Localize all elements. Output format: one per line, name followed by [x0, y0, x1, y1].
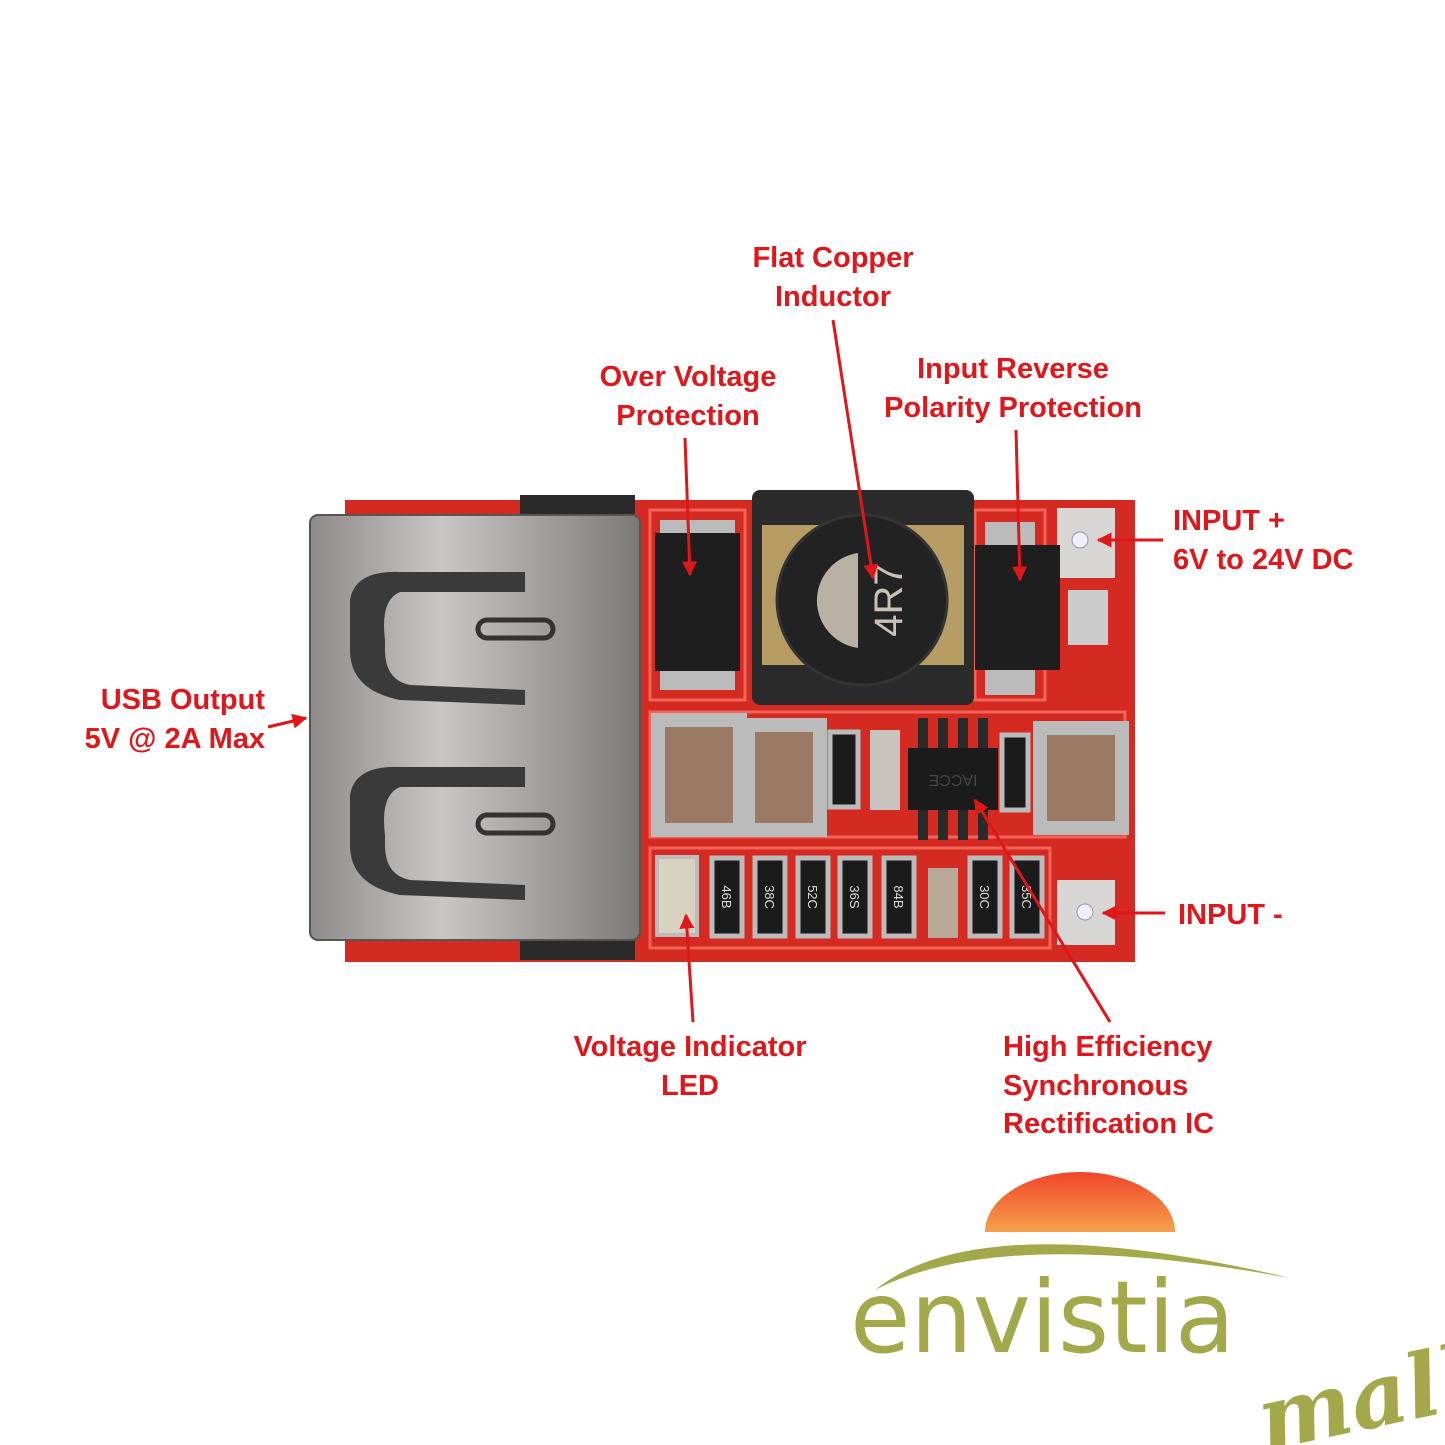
- label-reverse-polarity: Input Reverse Polarity Protection: [884, 350, 1142, 427]
- resistor-marking: 35C: [1019, 885, 1034, 909]
- flat-copper-inductor: 4R7: [752, 490, 974, 705]
- smd-resistor: [752, 855, 788, 939]
- arrow-usb-output: [267, 713, 308, 729]
- annotation-arrows: [267, 319, 1165, 1023]
- label-line: Rectification IC: [1003, 1108, 1215, 1140]
- usb-connector: [309, 495, 641, 960]
- label-line: High Efficiency: [1003, 1031, 1213, 1063]
- capacitors: [651, 713, 1129, 938]
- arrow-inductor: [831, 319, 879, 580]
- ic-marking: IACCE: [929, 771, 978, 788]
- label-input-minus: INPUT -: [1178, 896, 1283, 935]
- label-line: Inductor: [775, 280, 891, 313]
- arrow-led: [679, 913, 695, 1023]
- over-voltage-diode: [655, 520, 740, 690]
- resistor-marking: 84B: [891, 885, 906, 908]
- resistor-marking: 38C: [762, 885, 777, 909]
- arrow-ic: [973, 798, 1112, 1023]
- smd-resistor: [837, 855, 873, 939]
- label-line: Voltage Indicator: [573, 1031, 807, 1063]
- label-input-plus: INPUT + 6V to 24V DC: [1173, 502, 1354, 579]
- resistor-marking: 52C: [805, 885, 820, 909]
- resistor-marking: 46B: [719, 885, 734, 908]
- label-line: 5V @ 2A Max: [84, 722, 265, 755]
- label-line: Polarity Protection: [884, 391, 1142, 424]
- label-line: Input Reverse: [917, 353, 1109, 385]
- logo-sub: mall: [1248, 1324, 1445, 1445]
- label-led: Voltage Indicator LED: [573, 1028, 806, 1105]
- smd-resistor: [1009, 855, 1045, 939]
- label-line: INPUT +: [1173, 505, 1285, 537]
- resistor-marking: 36S: [847, 885, 862, 908]
- envistia-mall-logo: envistia mall: [850, 1172, 1445, 1445]
- label-ic: High Efficiency Synchronous Rectificatio…: [1003, 1028, 1214, 1144]
- label-line: Synchronous: [1003, 1069, 1189, 1102]
- label-over-voltage: Over Voltage Protection: [600, 358, 777, 435]
- label-line: Protection: [616, 399, 760, 432]
- smd-resistor: [881, 855, 917, 939]
- arrow-reverse-polarity: [1012, 429, 1028, 582]
- label-usb-output: USB Output 5V @ 2A Max: [85, 681, 265, 758]
- resistor-marking: 30C: [977, 885, 992, 909]
- label-line: Flat Copper: [752, 242, 914, 274]
- sun-icon: [985, 1172, 1175, 1232]
- smd-resistor: [709, 855, 745, 939]
- arrow-over-voltage: [682, 437, 698, 577]
- smd-resistor: [967, 855, 1003, 939]
- label-line: Over Voltage: [599, 361, 777, 393]
- resistor-row: 46B 38C 52C 36S 84B 30C 35C: [655, 855, 1045, 939]
- label-inductor: Flat Copper Inductor: [752, 239, 913, 316]
- label-line: INPUT -: [1178, 899, 1283, 931]
- voltage-indicator-led: [655, 855, 699, 937]
- smd-resistor: [795, 855, 831, 939]
- label-line: LED: [660, 1069, 719, 1102]
- label-line: USB Output: [100, 684, 265, 716]
- label-line: 6V to 24V DC: [1173, 543, 1354, 576]
- logo-brand: envistia: [850, 1259, 1235, 1376]
- reverse-polarity-diode: [975, 522, 1108, 695]
